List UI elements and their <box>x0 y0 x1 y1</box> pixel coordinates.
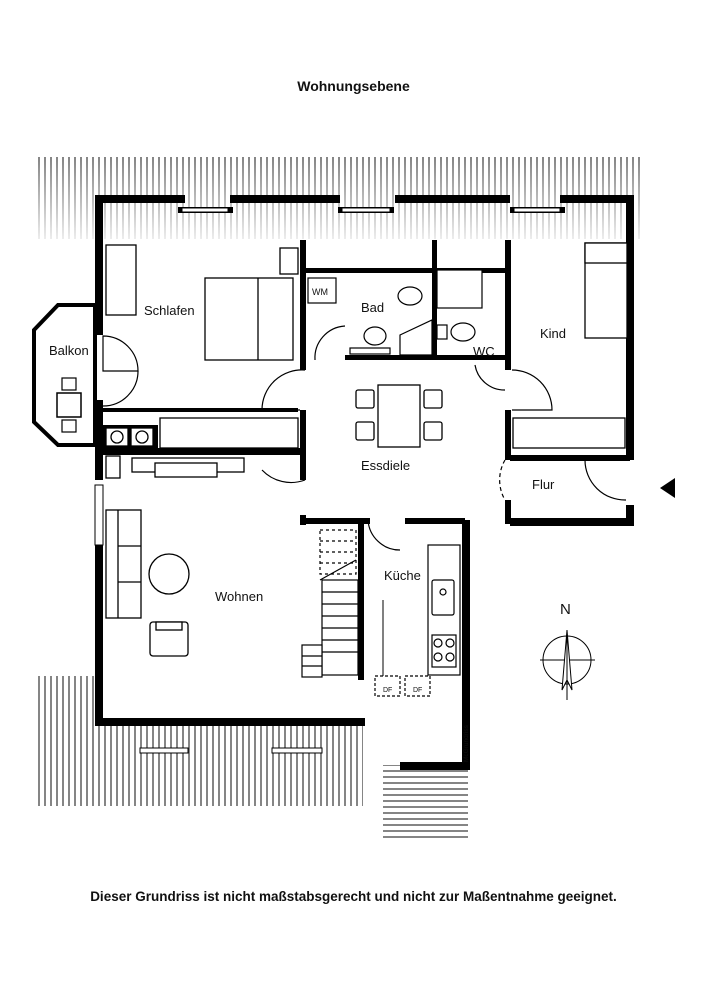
room-label-schlafen: Schlafen <box>144 303 195 318</box>
credit-label: McGrundriss <box>463 724 470 762</box>
plan-title: Wohnungsebene <box>297 78 410 94</box>
room-label-bad: Bad <box>361 300 384 315</box>
staircase <box>301 529 359 678</box>
bathroom-fixtures <box>307 277 433 356</box>
disclaimer-text: Dieser Grundriss ist nicht maßstabsgerec… <box>90 889 617 904</box>
balcony <box>32 303 139 447</box>
wc-fixtures <box>436 269 483 342</box>
bed-kind <box>512 242 628 449</box>
kitchen-fixtures <box>374 544 461 697</box>
living-furniture <box>105 455 245 657</box>
room-label-wohnen: Wohnen <box>215 589 263 604</box>
room-label-balkon: Balkon <box>49 343 89 358</box>
dining-table <box>105 384 443 449</box>
bed-schlafen <box>105 244 299 361</box>
compass <box>540 629 595 700</box>
compass-north-label: N <box>560 601 571 618</box>
room-label-flur: Flur <box>532 477 555 492</box>
label-roof-window-2: DF <box>413 687 422 694</box>
doors <box>261 325 627 551</box>
label-roof-window-1: DF <box>383 687 392 694</box>
room-label-kind: Kind <box>540 326 566 341</box>
room-label-essdiele: Essdiele <box>361 458 410 473</box>
room-label-wc: WC <box>473 344 495 359</box>
windows <box>94 207 561 754</box>
room-label-kueche: Küche <box>384 568 421 583</box>
label-washing-machine: WM <box>312 287 328 297</box>
floor-area <box>100 240 630 765</box>
entrance-arrow <box>660 478 675 498</box>
